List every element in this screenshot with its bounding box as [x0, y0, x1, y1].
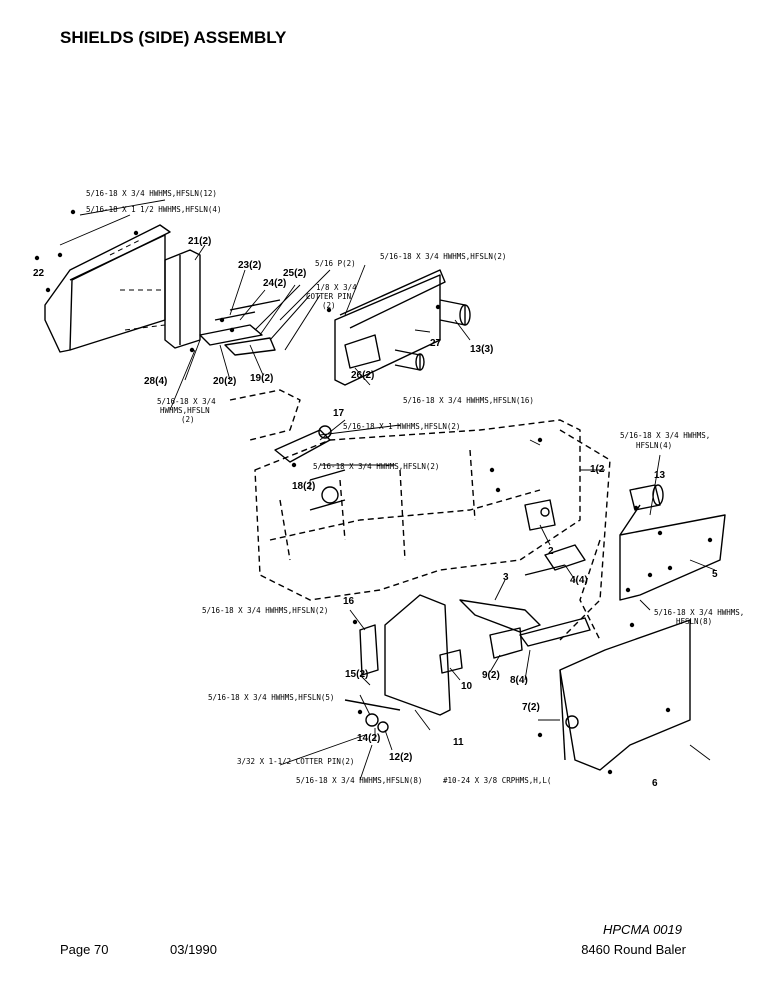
callout-label: 11 — [453, 737, 464, 748]
callout-label: COTTER PIN — [306, 292, 351, 301]
document-code: HPCMA 0019 — [603, 922, 682, 937]
callout-label: 12(2) — [389, 752, 412, 763]
callout-label: 5/16-18 X 3/4 HWHMS,HFSLN(8) — [296, 776, 422, 785]
hardware-dots — [34, 209, 713, 775]
revision-date: 03/1990 — [170, 942, 217, 957]
callout-label: HFSLN(8) — [676, 617, 712, 626]
page-number: Page 70 — [60, 942, 109, 957]
callout-label: 2 — [548, 546, 554, 557]
callout-label: 18(2) — [292, 481, 315, 492]
callout-label: 7(2) — [522, 702, 540, 713]
callout-label: HFSLN(4) — [636, 441, 672, 450]
callout-label: 5/16-18 X 3/4 HWHMS,HFSLN(2) — [202, 606, 328, 615]
callout-label: 16 — [343, 596, 355, 607]
callout-label: 6 — [652, 778, 658, 789]
page-title: SHIELDS (SIDE) ASSEMBLY — [60, 28, 287, 47]
callout-label: 20(2) — [213, 376, 236, 387]
callout-label: 27 — [430, 338, 442, 349]
callout-label: 3 — [503, 572, 509, 583]
callout-label: 13 — [654, 470, 666, 481]
callout-label: 25(2) — [283, 268, 306, 279]
callout-label: 28(4) — [144, 376, 167, 387]
callout-label: 22 — [33, 268, 45, 279]
callout-label: (2) — [322, 301, 336, 310]
callout-label: 5/16-18 X 1 1/2 HWHMS,HFSLN(4) — [86, 205, 221, 214]
callout-label: 4(4) — [570, 575, 588, 586]
callout-label: 19(2) — [250, 373, 273, 384]
callout-label: 5/16-18 X 3/4 HWHMS,HFSLN(16) — [403, 396, 534, 405]
callout-label: 1(2 — [590, 464, 605, 475]
callout-label: (2) — [181, 415, 195, 424]
callout-label: 5/16-18 X 1 HWHMS,HFSLN(2) — [343, 422, 460, 431]
callout-label: 23(2) — [238, 260, 261, 271]
callout-label: 21(2) — [188, 236, 211, 247]
callout-label: 5/16 P(2) — [315, 259, 356, 268]
callout-labels: 5/16-18 X 3/4 HWHMS,HFSLN(12) 5/16-18 X … — [33, 189, 744, 789]
callout-label: 5/16-18 X 3/4 — [157, 397, 216, 406]
callout-label: 5/16-18 X 3/4 HWHMS,HFSLN(5) — [208, 693, 334, 702]
callout-label: 5 — [712, 569, 718, 580]
callout-label: 5/16-18 X 3/4 HWHMS, — [620, 431, 710, 440]
callout-label: 1/8 X 3/4 — [316, 283, 357, 292]
model-name: 8460 Round Baler — [581, 942, 686, 957]
callout-label: 13(3) — [470, 344, 493, 355]
callout-label: 5/16-18 X 3/4 HWHMS,HFSLN(12) — [86, 189, 217, 198]
callout-label: 5/16-18 X 3/4 HWHMS,HFSLN(2) — [380, 252, 506, 261]
callout-label: 24(2) — [263, 278, 286, 289]
callout-label: 10 — [461, 681, 473, 692]
callout-label: 8(4) — [510, 675, 528, 686]
callout-label: 3/32 X 1-1/2 COTTER PIN(2) — [237, 757, 354, 766]
callout-label: HWHMS,HFSLN — [160, 406, 210, 415]
callout-label: 5/16-18 X 3/4 HWHMS,HFSLN(2) — [313, 462, 439, 471]
callout-label: 14(2) — [357, 733, 380, 744]
callout-label: 15(2) — [345, 669, 368, 680]
callout-label: 9(2) — [482, 670, 500, 681]
callout-label: 5/16-18 X 3/4 HWHMS, — [654, 608, 744, 617]
callout-label: 26(2) — [351, 370, 374, 381]
callout-label: 17 — [333, 408, 345, 419]
callout-label: #10-24 X 3/8 CRPHMS,H,L( — [443, 776, 551, 785]
drawing-lines — [44, 199, 726, 781]
